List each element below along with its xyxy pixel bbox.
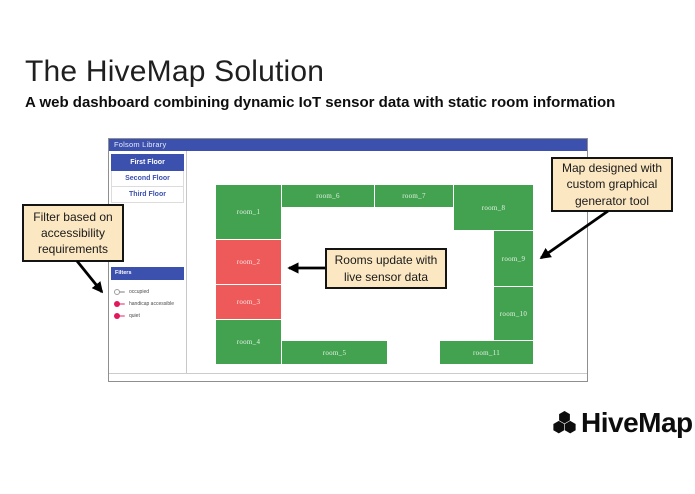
floor-selector: First Floor Second Floor Third Floor <box>111 154 184 203</box>
room-label: room_11 <box>472 348 501 357</box>
room-label: room_9 <box>501 254 526 263</box>
callout-map-generator: Map designed with custom graphical gener… <box>551 157 673 212</box>
sidebar: First Floor Second Floor Third Floor Fil… <box>109 151 187 373</box>
filter-row-quiet: quiet <box>114 310 184 322</box>
room-room_4[interactable]: room_4 <box>216 320 281 364</box>
filters-header: Filters <box>111 267 184 280</box>
filters-panel: Filters occupied handicap accessible <box>111 267 184 322</box>
room-label: room_2 <box>236 258 261 266</box>
room-room_7[interactable]: room_7 <box>375 185 453 207</box>
filter-rows: occupied handicap accessible quiet <box>111 280 184 322</box>
room-room_3[interactable]: room_3 <box>216 285 281 319</box>
dashboard-window: Folsom Library First Floor Second Floor … <box>108 138 588 382</box>
occupied-toggle[interactable] <box>114 289 125 295</box>
callout-filter-accessibility: Filter based on accessibility requiremen… <box>22 204 124 262</box>
room-room_5[interactable]: room_5 <box>282 341 387 364</box>
room-label: room_5 <box>322 348 347 357</box>
room-room_11[interactable]: room_11 <box>440 341 533 364</box>
quiet-toggle[interactable] <box>114 313 125 319</box>
filter-label: quiet <box>129 313 140 319</box>
room-room_2[interactable]: room_2 <box>216 240 281 284</box>
floor-button-third[interactable]: Third Floor <box>111 187 184 203</box>
hivemap-logo: HiveMap <box>551 407 693 439</box>
room-room_8[interactable]: room_8 <box>454 185 533 230</box>
room-room_10[interactable]: room_10 <box>494 287 533 340</box>
filter-label: handicap accessible <box>129 301 175 307</box>
room-label: room_3 <box>236 298 261 306</box>
logo-wordmark: HiveMap <box>581 407 693 438</box>
filter-label: occupied <box>129 289 150 295</box>
room-label: room_4 <box>236 338 261 346</box>
room-label: room_6 <box>316 192 340 200</box>
room-room_6[interactable]: room_6 <box>282 185 374 207</box>
room-label: room_10 <box>499 309 528 318</box>
room-room_9[interactable]: room_9 <box>494 231 533 286</box>
room-room_1[interactable]: room_1 <box>216 185 281 239</box>
page-title: The HiveMap Solution <box>25 55 325 88</box>
window-title-bar: Folsom Library <box>109 139 587 151</box>
filter-row-occupied: occupied <box>114 286 184 298</box>
floor-button-first[interactable]: First Floor <box>111 154 184 171</box>
arrow-filter <box>75 260 104 294</box>
room-label: room_8 <box>481 203 506 212</box>
page-subtitle: A web dashboard combining dynamic IoT se… <box>25 94 616 111</box>
room-label: room_1 <box>236 208 261 216</box>
floor-button-second[interactable]: Second Floor <box>111 171 184 187</box>
hive-hexagons-icon <box>553 411 576 434</box>
callout-live-sensor-data: Rooms update with live sensor data <box>325 248 447 289</box>
room-label: room_7 <box>402 192 426 200</box>
handicap-accessible-toggle[interactable] <box>114 301 125 307</box>
filter-row-handicap: handicap accessible <box>114 298 184 310</box>
